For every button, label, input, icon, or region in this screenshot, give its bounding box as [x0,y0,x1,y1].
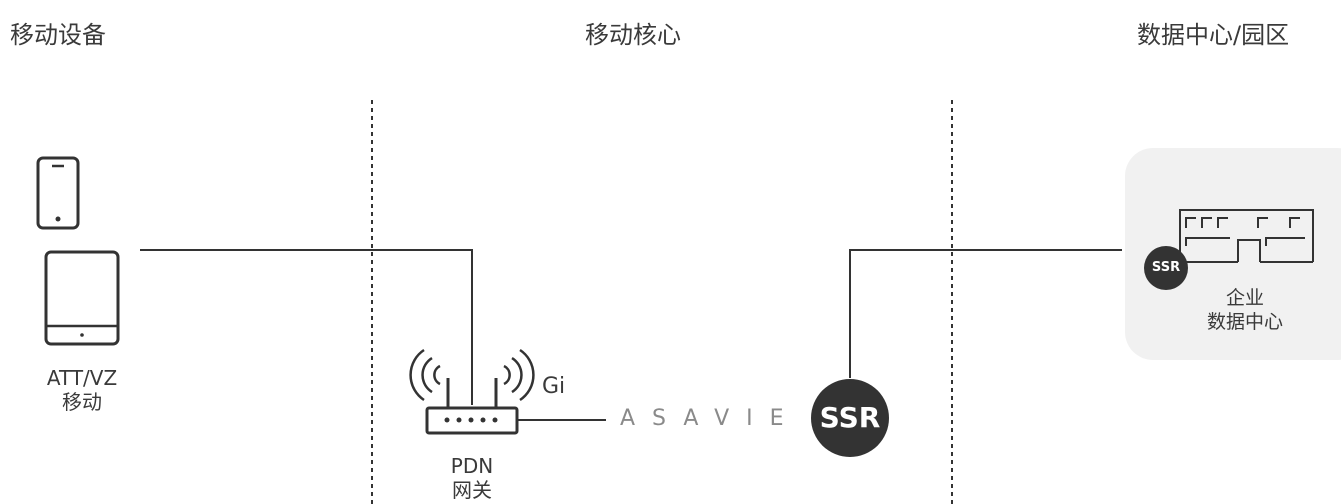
pdn-gateway-label: PDN 网关 [412,454,532,502]
pdn-line-2: 网关 [452,478,492,502]
carrier-line-2: 移动 [62,390,102,414]
router-icon [425,378,519,435]
enterprise-line-2: 数据中心 [1206,311,1283,333]
carrier-line-1: ATT/VZ [46,366,118,390]
device-to-gateway-link [140,249,473,405]
building-icon [1179,209,1314,263]
asavie-ssr-text: SSR [819,401,881,434]
enterprise-datacenter-label: 企业 数据中心 [1190,286,1300,334]
gi-interface-label: Gi [542,374,566,399]
tablet-icon [44,250,120,346]
pdn-line-1: PDN [450,454,494,478]
zone-heading-mobile-core: 移动核心 [585,21,681,49]
enterprise-line-1: 企业 [1225,287,1264,309]
wifi-signal-icon [409,348,535,402]
zone-heading-mobile-devices: 移动设备 [10,21,106,49]
enterprise-ssr-badge [1144,246,1188,290]
zone-heading-data-center: 数据中心/园区 [1137,21,1290,49]
smartphone-icon [36,156,80,230]
ssr-to-datacenter-link [849,249,1122,378]
enterprise-panel [1125,148,1341,360]
device-carrier-label: ATT/VZ 移动 [22,366,142,414]
enterprise-ssr-text: SSR [1151,260,1181,275]
asavie-logo: ASAVIE [620,406,801,431]
asavie-ssr-badge [811,379,889,457]
